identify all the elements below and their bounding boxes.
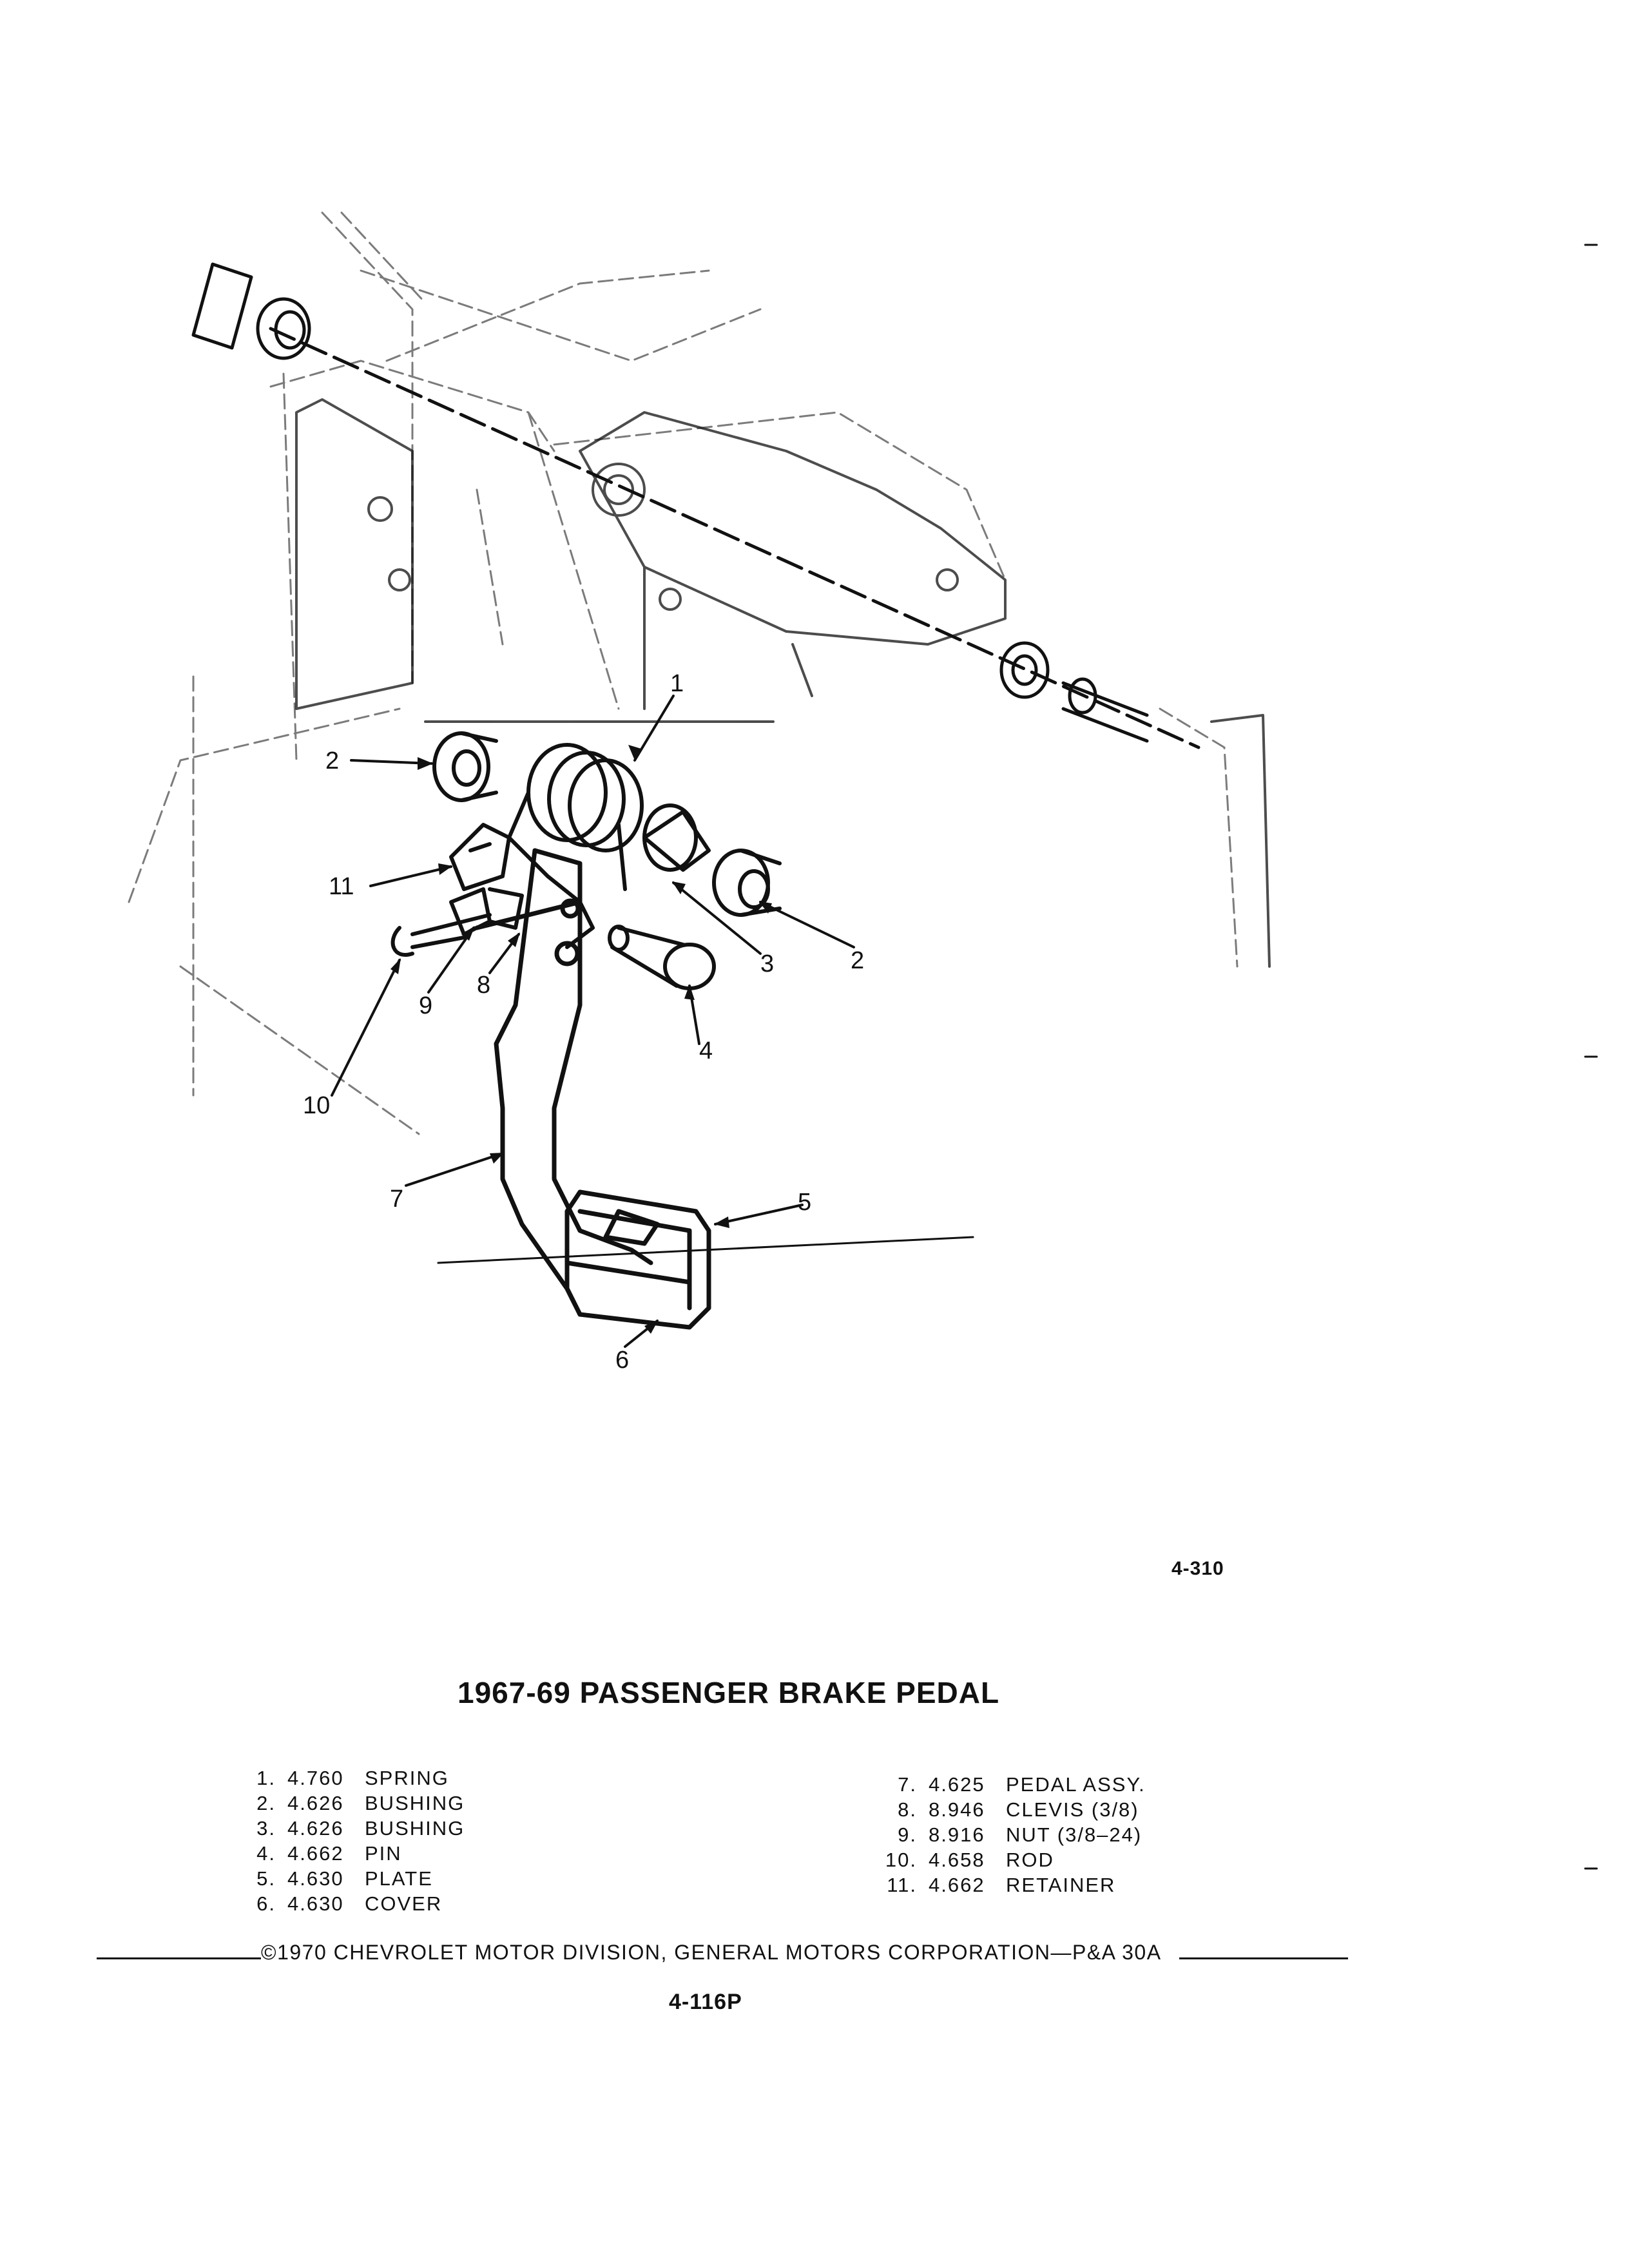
copyright-rule-left [97, 1957, 261, 1959]
arrow-heads [390, 745, 772, 1334]
callout-7: 7 [390, 1186, 404, 1213]
callout-9: 9 [419, 992, 433, 1019]
callout-5: 5 [798, 1189, 812, 1216]
callout-2b: 2 [851, 947, 865, 974]
callout-10: 10 [303, 1092, 331, 1119]
push-rod-assembly [390, 823, 524, 957]
left-bracket [191, 262, 311, 360]
page-number: 4-116P [669, 1990, 742, 2014]
spring [507, 743, 644, 949]
body-structure [128, 211, 1239, 1135]
callout-6: 6 [615, 1347, 630, 1374]
callout-3: 3 [760, 950, 775, 977]
copyright-line: ©1970 CHEVROLET MOTOR DIVISION, GENERAL … [261, 1941, 1162, 1964]
callout-11: 11 [329, 873, 354, 900]
body-structure-solid [295, 398, 1271, 968]
registration-line [437, 1236, 974, 1264]
right-bushing [999, 641, 1149, 743]
pedal-pad [564, 1189, 711, 1330]
pedal-arm [474, 848, 653, 1317]
pin [608, 925, 716, 990]
figure-id: 4-310 [1171, 1558, 1224, 1579]
page-title: 1967-69 PASSENGER BRAKE PEDAL [458, 1676, 1000, 1709]
callout-8: 8 [477, 972, 491, 999]
pivot-shaft [269, 327, 1200, 749]
bushing-left [432, 731, 498, 802]
callout-4: 4 [699, 1037, 713, 1064]
leader-lines [331, 695, 855, 1348]
margin-ticks [1584, 244, 1598, 1870]
copyright-rule-right [1179, 1957, 1348, 1959]
callout-2a: 2 [325, 747, 340, 774]
bushing-center [642, 803, 711, 872]
callout-1: 1 [670, 670, 684, 697]
